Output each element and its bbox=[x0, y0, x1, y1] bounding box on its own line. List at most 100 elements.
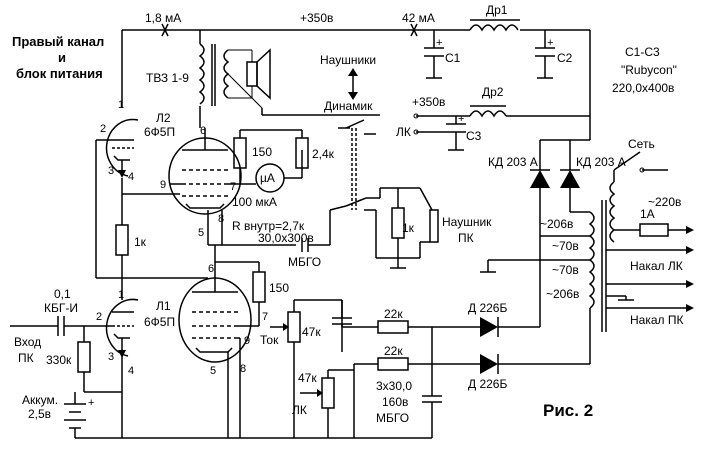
cap-bottom-value: 3х30,0 bbox=[376, 379, 412, 393]
current-label-left: 1,8 мА bbox=[145, 11, 181, 25]
choke-dr1-label: Др1 bbox=[486, 3, 508, 17]
input-circuit bbox=[10, 316, 122, 393]
diode-kd203a-2-label: КД 203 А bbox=[576, 155, 626, 169]
pin-label: 3 bbox=[108, 351, 114, 363]
output-transformer-label: ТВЗ 1-9 bbox=[146, 71, 189, 85]
pin-label: 6 bbox=[200, 125, 206, 137]
mains-label: Сеть bbox=[628, 137, 655, 151]
speaker-icon bbox=[246, 48, 271, 100]
switch-arrows bbox=[348, 68, 358, 100]
meter-range-label: 100 мкА bbox=[232, 195, 277, 209]
tok-label: Ток bbox=[260, 333, 279, 347]
left-bus bbox=[95, 139, 208, 300]
capacitor-c3-label: C3 bbox=[466, 129, 482, 143]
resistor-47k-tok-label: 47к bbox=[302, 325, 321, 339]
pin-label: 7 bbox=[262, 311, 268, 323]
fuse-label: 1А bbox=[640, 207, 655, 221]
switch-label-speaker: Динамик bbox=[324, 99, 373, 113]
headphone-label-line-2: ПК bbox=[458, 231, 474, 245]
winding-label-2: ~70в bbox=[552, 239, 579, 253]
diode-d226b-2 bbox=[480, 354, 590, 374]
resistor-1k-mid-label: 1к bbox=[134, 235, 147, 249]
caps-note-line-2: "Rubycon" bbox=[621, 63, 677, 77]
r-internal-label: R внутр=2,7к bbox=[232, 219, 305, 233]
resistor-22k-b-label: 22к bbox=[384, 344, 403, 358]
pin-label: 9 bbox=[244, 335, 250, 347]
pin-label: 5 bbox=[210, 365, 216, 377]
tube-l1 bbox=[178, 265, 252, 363]
cap-coupling-type: КБГ-И bbox=[44, 301, 78, 315]
diode-kd203a-1 bbox=[530, 139, 590, 327]
winding-label-1: ~206в bbox=[540, 217, 573, 231]
interstage bbox=[207, 205, 347, 265]
resistor-150-a bbox=[233, 137, 247, 184]
pin-label: 8 bbox=[218, 213, 224, 225]
resistor-2k4-label: 2,4к bbox=[312, 147, 335, 161]
figure-caption: Рис. 2 bbox=[543, 401, 593, 420]
mains-voltage-label: ~220в bbox=[648, 195, 681, 209]
title-line-3: блок питания bbox=[16, 66, 103, 81]
pin-label: 8 bbox=[240, 363, 246, 375]
microammeter[interactable]: µA bbox=[255, 163, 285, 193]
capacitor-c1-label: C1 bbox=[445, 51, 461, 65]
pin-label: 4 bbox=[128, 171, 134, 183]
resistor-22k-a-label: 22к bbox=[384, 307, 403, 321]
pin-label: 7 bbox=[230, 181, 236, 193]
pin-label: 3 bbox=[108, 165, 114, 177]
winding-label-3: ~70в bbox=[552, 263, 579, 277]
resistor-330k-label: 330к bbox=[46, 353, 72, 367]
tube-l2 bbox=[168, 128, 242, 215]
capacitor-c2-label: C2 bbox=[557, 51, 573, 65]
headphone-label-line-1: Наушник bbox=[442, 215, 492, 229]
battery: + bbox=[64, 392, 432, 439]
mains-switch[interactable] bbox=[613, 151, 668, 182]
fuse bbox=[614, 223, 694, 237]
power-transformer bbox=[480, 181, 616, 364]
caps-note-line-3: 220,0х400в bbox=[612, 81, 674, 95]
pin-label: 4 bbox=[128, 365, 134, 377]
pin-label: 6 bbox=[208, 263, 214, 275]
battery-label-line-1: Аккум. bbox=[22, 393, 58, 407]
heater-outputs bbox=[606, 246, 694, 312]
input-label-line-1: Вход bbox=[14, 335, 41, 349]
winding-label-4: ~206в bbox=[546, 287, 579, 301]
pin-label: 5 bbox=[198, 227, 204, 239]
resistor-47k-lk-label: 47к bbox=[298, 371, 317, 385]
choke-dr2-label: Др2 bbox=[482, 85, 504, 99]
pin-label: 1 bbox=[118, 99, 124, 111]
switch-contacts bbox=[199, 106, 381, 211]
tube-half-bottom bbox=[105, 298, 139, 438]
battery-label-line-2: 2,5в bbox=[28, 407, 51, 421]
title-line-2: и bbox=[58, 50, 66, 65]
tube-l1-name: Л1 bbox=[156, 299, 171, 313]
current-label-right: 42 мА bbox=[402, 11, 435, 25]
capacitor-c2: + bbox=[535, 37, 555, 79]
pin-label: 2 bbox=[96, 311, 102, 323]
lk-mid-label: ЛК bbox=[396, 125, 411, 139]
cap-bottom-voltage: 160в bbox=[382, 395, 408, 409]
tube-half-top bbox=[105, 118, 139, 178]
resistor-150-b bbox=[215, 261, 266, 327]
input-label-line-2: ПК bbox=[18, 351, 34, 365]
switch-label-headphones: Наушники bbox=[320, 53, 376, 67]
heater-lk-label: Накал ЛК bbox=[630, 259, 683, 273]
svg-text:+: + bbox=[458, 113, 464, 125]
svg-text:+: + bbox=[436, 37, 442, 49]
capacitor-c1: + bbox=[424, 37, 444, 79]
cap-coupling-value: 0,1 bbox=[54, 287, 71, 301]
svg-text:+: + bbox=[88, 397, 94, 409]
diode-d226b-2-label: Д 226Б bbox=[468, 377, 507, 391]
diode-kd203a-1-label: КД 203 А bbox=[488, 155, 538, 169]
resistor-150-b-label: 150 bbox=[269, 281, 289, 295]
tok-network bbox=[227, 299, 480, 438]
pin-label: 9 bbox=[160, 179, 166, 191]
lk-bottom-label: ЛК bbox=[292, 403, 307, 417]
diode-d226b-1 bbox=[480, 317, 540, 337]
tube-l2-type: 6Ф5П bbox=[144, 125, 175, 139]
resistor-1k-hp-label: 1к bbox=[402, 221, 415, 235]
mid-supply: + bbox=[413, 105, 590, 151]
headphone-jack bbox=[375, 187, 439, 269]
pin-label: 2 bbox=[100, 123, 106, 135]
